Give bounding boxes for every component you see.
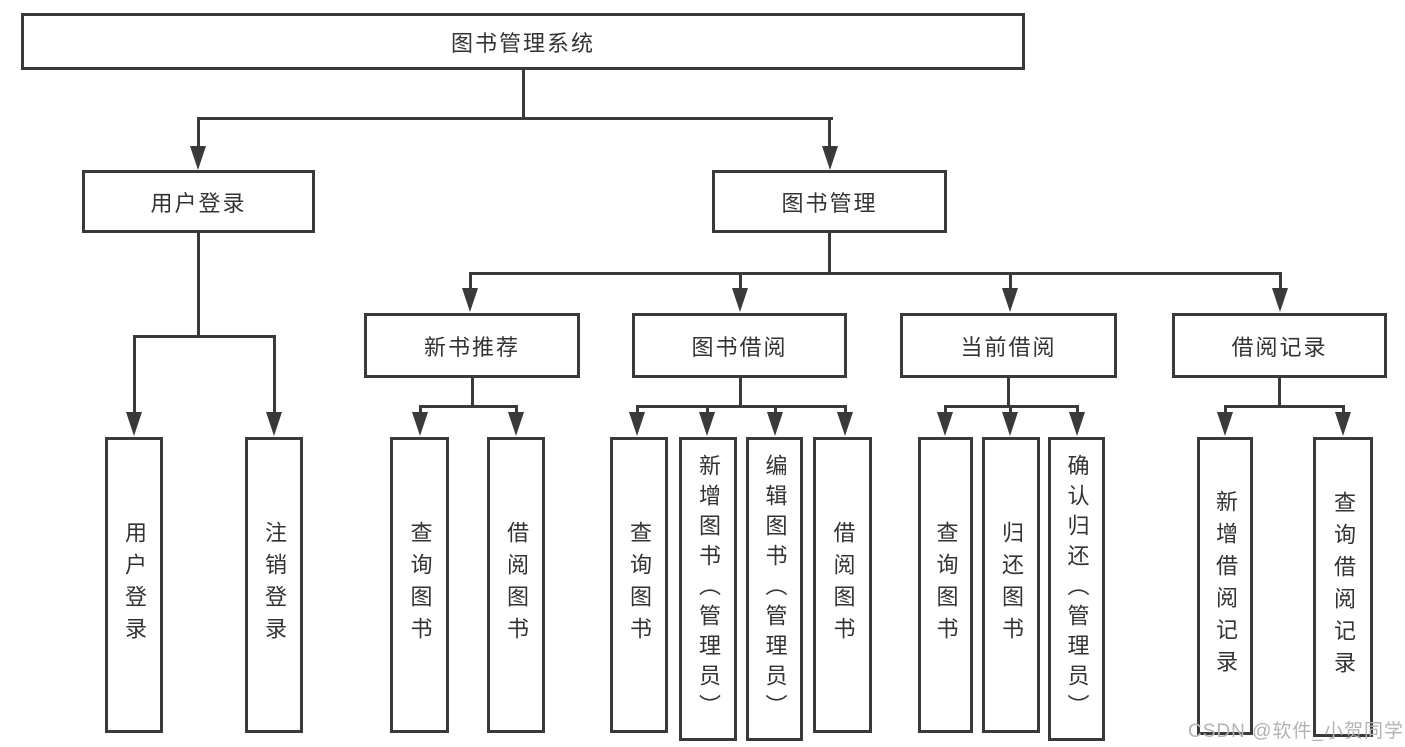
arrow-down-icon [937, 412, 953, 436]
node-current-borrow: 当前借阅 [900, 313, 1117, 378]
leaf-label: 归还图书 [999, 521, 1024, 649]
leaf-label: 注销登录 [262, 521, 287, 649]
leaf-label: 查询图书 [407, 521, 433, 649]
arrow-down-icon [190, 146, 206, 170]
connector-line [132, 335, 276, 338]
arrow-down-icon [266, 412, 282, 436]
connector-line [132, 335, 136, 415]
connector-line [196, 117, 833, 120]
arrow-down-icon [126, 412, 142, 436]
arrow-down-icon [732, 288, 748, 312]
leaf-query-books: 查询图书 [918, 437, 973, 733]
connector-line [1223, 405, 1227, 415]
node-book-management: 图书管理 [712, 170, 947, 233]
connector-line [418, 405, 518, 408]
connector-line [738, 272, 742, 292]
connector-line [828, 117, 831, 150]
leaf-logout: 注销登录 [245, 437, 303, 733]
leaf-query-borrow-record: 查询借阅记录 [1313, 437, 1373, 737]
connector-line [1008, 405, 1012, 415]
leaf-label: 查询借阅记录 [1331, 491, 1356, 683]
connector-line [196, 117, 200, 150]
arrow-down-icon [1002, 412, 1018, 436]
connector-line [705, 405, 709, 415]
node-new-book-recommend: 新书推荐 [364, 313, 580, 378]
node-label: 当前借阅 [960, 334, 1057, 360]
connector-line [514, 405, 518, 415]
connector-line [1341, 405, 1345, 415]
connector-line [635, 405, 847, 408]
node-user-login: 用户登录 [82, 170, 315, 233]
arrow-down-icon [462, 288, 478, 312]
connector-line [468, 272, 1282, 275]
leaf-user-login: 用户登录 [105, 437, 163, 733]
node-label: 用户登录 [150, 190, 247, 216]
leaf-borrow-books: 借阅图书 [813, 437, 872, 733]
connector-line [468, 272, 472, 292]
watermark: CSDN @软件_小贺同学 [1188, 721, 1404, 742]
connector-line [196, 233, 200, 337]
leaf-label: 编辑图书（管理员） [762, 454, 788, 724]
arrow-down-icon [837, 412, 853, 436]
arrow-down-icon [1069, 412, 1085, 436]
node-label: 图书借阅 [691, 334, 788, 360]
leaf-label: 确认归还（管理员） [1064, 454, 1090, 724]
arrow-down-icon [1217, 412, 1233, 436]
leaf-label: 用户登录 [122, 521, 147, 649]
leaf-label: 查询图书 [933, 521, 959, 649]
node-label: 图书管理系统 [450, 30, 595, 56]
leaf-label: 借阅图书 [830, 521, 856, 649]
leaf-label: 查询图书 [627, 521, 652, 649]
connector-line [773, 405, 777, 415]
arrow-down-icon [508, 412, 524, 436]
connector-line [828, 233, 831, 275]
node-label: 新书推荐 [423, 334, 520, 360]
connector-line [1008, 272, 1012, 292]
connector-line [272, 335, 276, 415]
connector-line [1223, 405, 1345, 408]
leaf-query-books: 查询图书 [610, 437, 668, 733]
arrow-down-icon [1335, 412, 1351, 436]
leaf-add-books-admin: 新增图书（管理员） [679, 437, 737, 741]
leaf-return-books: 归还图书 [982, 437, 1040, 733]
connector-line [943, 405, 947, 415]
node-borrow-records: 借阅记录 [1172, 313, 1387, 378]
leaf-label: 新增借阅记录 [1213, 490, 1238, 682]
leaf-query-books: 查询图书 [390, 437, 449, 733]
connector-line [1278, 272, 1282, 292]
connector-line [738, 378, 742, 407]
connector-line [521, 70, 525, 119]
arrow-down-icon [821, 146, 838, 170]
leaf-edit-books-admin: 编辑图书（管理员） [746, 437, 803, 741]
leaf-label: 新增图书（管理员） [696, 454, 721, 724]
connector-line [843, 405, 847, 415]
arrow-down-icon [1002, 288, 1018, 312]
connector-line [1007, 378, 1010, 407]
leaf-confirm-return-admin: 确认归还（管理员） [1048, 437, 1105, 741]
node-label: 借阅记录 [1231, 334, 1328, 360]
arrow-down-icon [1272, 288, 1288, 312]
connector-line [470, 378, 474, 407]
leaf-label: 借阅图书 [504, 521, 529, 649]
leaf-add-borrow-record: 新增借阅记录 [1197, 437, 1253, 735]
connector-line [1278, 378, 1281, 407]
arrow-down-icon [767, 412, 783, 436]
connector-line [635, 405, 639, 415]
node-label: 图书管理 [781, 190, 878, 216]
arrow-down-icon [699, 412, 715, 436]
connector-line [418, 405, 422, 415]
node-book-borrow: 图书借阅 [632, 313, 847, 378]
arrow-down-icon [629, 412, 645, 436]
leaf-borrow-books: 借阅图书 [487, 437, 545, 733]
node-library-system: 图书管理系统 [21, 13, 1025, 70]
connector-line [1075, 405, 1079, 415]
arrow-down-icon [412, 412, 428, 436]
